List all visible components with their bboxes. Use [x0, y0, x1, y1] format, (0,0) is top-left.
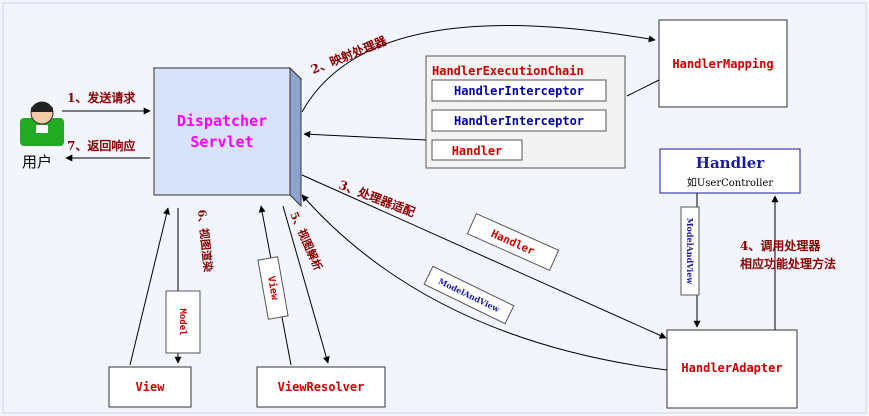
handler-title: Handler	[696, 154, 766, 172]
user-icon	[20, 101, 64, 146]
arrow-resolve-view	[282, 205, 330, 364]
arrow-map-handler	[301, 24, 656, 113]
handler-adapter-label: HandlerAdapter	[681, 361, 782, 375]
tag-model-label: Model	[177, 308, 187, 335]
tag-model-and-view-vertical-label: ModelAndView	[685, 218, 695, 286]
handler-mapping-label: HandlerMapping	[672, 57, 773, 71]
chain-handler-box	[431, 139, 523, 161]
arrow-chain-return	[303, 130, 427, 141]
handler-adapter-box	[666, 329, 798, 409]
line-mapping-to-chain	[626, 79, 660, 97]
interceptor-box-1	[431, 79, 607, 102]
dispatcher-label-line1: Dispatcher	[177, 112, 267, 130]
handler-subtitle: 如UserController	[687, 176, 774, 189]
view-box	[108, 366, 192, 408]
interceptor-label-1: HandlerInterceptor	[454, 84, 584, 98]
step-6-label: 6、视图渲染	[195, 209, 216, 274]
arrow-view-rendered	[129, 207, 170, 366]
tag-view-label: View	[265, 275, 281, 302]
step-7-label: 7、返回响应	[67, 138, 135, 153]
execution-chain-title: HandlerExecutionChain	[432, 64, 584, 78]
step-4-label-line1: 4、调用处理器	[740, 238, 821, 253]
handler-mapping-box	[658, 19, 788, 108]
interceptor-box-2	[431, 109, 607, 132]
arrow-handler-adapter	[301, 174, 667, 339]
chain-handler-label: Handler	[452, 144, 503, 158]
view-label: View	[136, 380, 166, 394]
interceptor-label-2: HandlerInterceptor	[454, 114, 584, 128]
user-label: 用户	[22, 153, 52, 171]
dispatcher-servlet-box	[152, 66, 303, 208]
dispatcher-label-line2: Servlet	[190, 133, 253, 151]
tag-model: Model	[165, 290, 201, 354]
view-resolver-box	[256, 366, 386, 408]
tag-model-and-view-vertical: ModelAndView	[680, 206, 700, 296]
step-4-label-line2: 相应功能处理方法	[740, 256, 836, 271]
arrow-model-and-view-return	[301, 194, 668, 371]
tag-view: View	[257, 256, 289, 320]
step-1-label: 1、发送请求	[67, 90, 136, 105]
view-resolver-label: ViewResolver	[278, 380, 365, 394]
handler-box	[659, 148, 801, 194]
